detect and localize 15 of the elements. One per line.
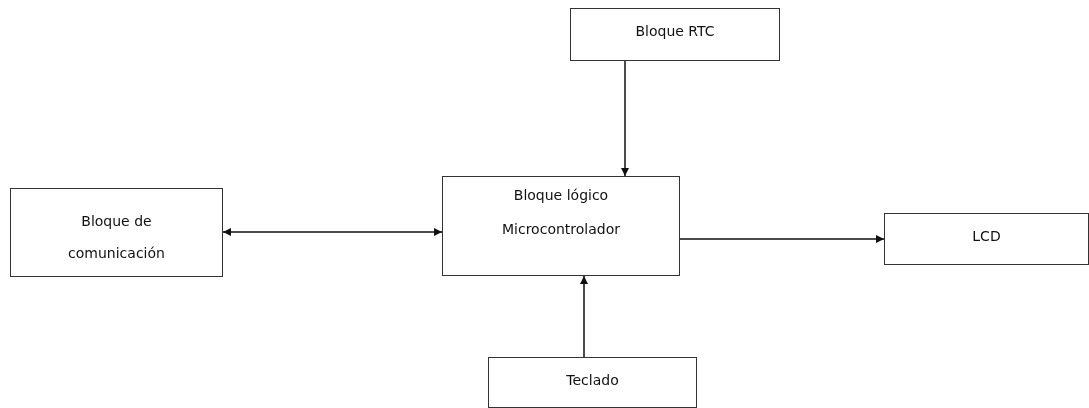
box-label: Bloque lógico xyxy=(513,187,609,203)
arrow xyxy=(222,228,443,236)
arrow xyxy=(621,60,629,177)
box-label: Bloque RTC xyxy=(635,23,715,39)
process-box xyxy=(442,176,680,276)
process-box xyxy=(570,8,780,61)
box-label: Microcontrolador xyxy=(502,221,620,237)
process-box xyxy=(884,213,1089,265)
box-label: Teclado xyxy=(566,372,619,388)
arrow xyxy=(580,275,588,358)
process-box xyxy=(488,357,697,408)
arrow xyxy=(679,235,885,243)
process-box xyxy=(10,188,223,277)
box-label: LCD xyxy=(972,228,1001,244)
box-label: Bloque de comunicación xyxy=(67,212,166,263)
